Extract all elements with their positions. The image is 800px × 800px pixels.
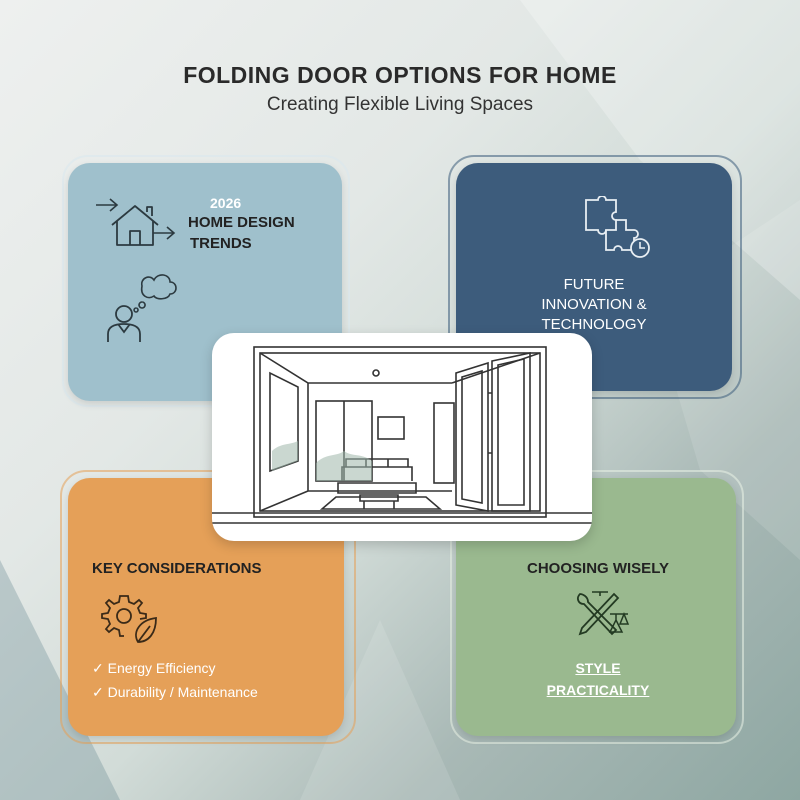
trends-year: 2026 — [210, 195, 242, 211]
consideration-item: ✓ Durability / Maintenance — [92, 684, 258, 700]
page-subtitle: Creating Flexible Living Spaces — [266, 94, 534, 115]
page-title: FOLDING DOOR OPTIONS FOR HOME — [183, 62, 617, 88]
gear-leaf-icon — [98, 592, 160, 644]
innovation-line1: FUTURE — [563, 276, 625, 293]
choosing-link-practicality[interactable]: PRACTICALITY — [546, 682, 650, 698]
folding-door-room-illustration — [212, 333, 592, 541]
arrow-right-icon — [95, 198, 119, 212]
arrow-right-icon — [152, 226, 176, 240]
thinking-person-icon — [104, 272, 184, 344]
house-icon — [108, 203, 162, 247]
trends-line2: TRENDS — [190, 235, 252, 252]
considerations-heading: KEY CONSIDERATIONS — [92, 560, 262, 577]
considerations-card-frame — [60, 470, 356, 744]
choosing-card-frame — [450, 470, 744, 744]
choosing-heading: CHOOSING WISELY — [527, 560, 669, 577]
consideration-item: ✓ Energy Efficiency — [92, 660, 216, 676]
innovation-card-frame — [448, 155, 742, 399]
innovation-line3: TECHNOLOGY — [541, 316, 647, 333]
choosing-link-style[interactable]: STYLE — [575, 660, 621, 676]
innovation-line2: INNOVATION & — [541, 296, 647, 313]
puzzle-clock-icon — [582, 196, 654, 262]
trends-card-frame — [62, 155, 350, 407]
trends-line1: HOME DESIGN — [188, 214, 295, 231]
tools-scale-icon — [572, 590, 632, 644]
